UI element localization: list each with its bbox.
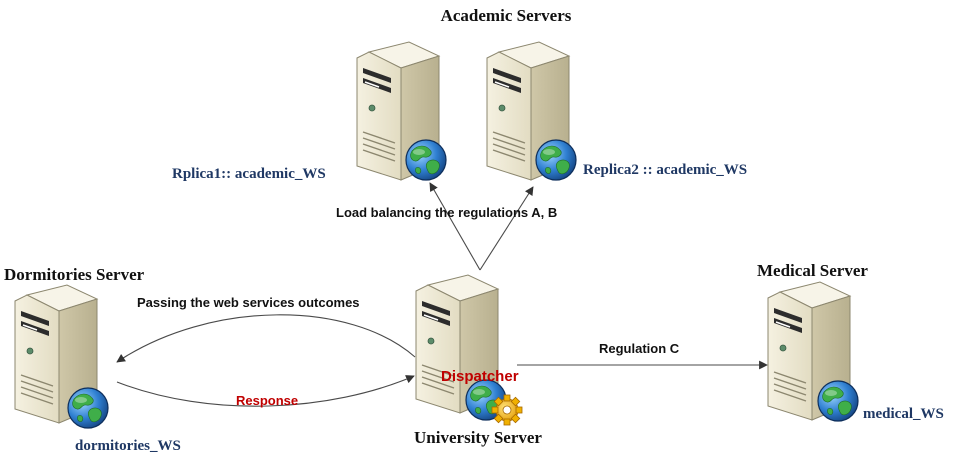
load-balancing-label: Load balancing the regulations A, B (336, 205, 557, 220)
university-server-title: University Server (414, 428, 542, 447)
passing-outcomes-label: Passing the web services outcomes (137, 295, 360, 310)
edge-passing-outcomes (116, 314, 416, 363)
medical-service-label: medical_WS (863, 406, 944, 422)
globe-icon (67, 387, 109, 429)
edge-to-replica2 (479, 186, 534, 271)
gear-icon (491, 394, 523, 426)
replica2-server (486, 41, 577, 181)
academic-servers-title: Academic Servers (441, 6, 572, 25)
dormitories-server-title: Dormitories Server (4, 265, 145, 284)
medical-server-title: Medical Server (757, 261, 868, 280)
dispatcher-label: Dispatcher (441, 368, 519, 385)
globe-icon (405, 139, 447, 181)
replica1-server (356, 41, 447, 181)
response-label: Response (236, 393, 298, 408)
globe-icon (535, 139, 577, 181)
university-server (415, 274, 523, 426)
replica1-service-label: Rplica1:: academic_WS (172, 166, 326, 182)
dormitories-service-label: dormitories_WS (75, 438, 181, 454)
edge-response (116, 375, 415, 407)
replica2-service-label: Replica2 :: academic_WS (583, 162, 747, 178)
edge-to-replica1 (429, 182, 481, 271)
dormitories-server (14, 284, 109, 429)
regulation-c-label: Regulation C (599, 341, 680, 356)
medical-server (767, 281, 859, 422)
globe-icon (817, 380, 859, 422)
